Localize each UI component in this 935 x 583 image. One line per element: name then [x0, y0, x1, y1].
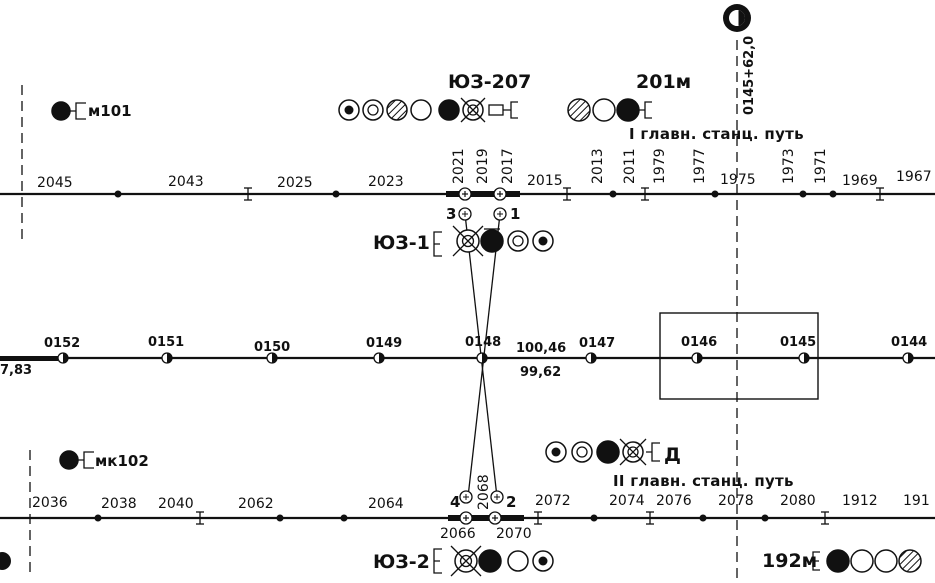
track-1-dots [114, 190, 837, 198]
picket-box [659, 312, 819, 400]
block-label: 2066 [440, 526, 476, 542]
track-2-dots [94, 514, 769, 522]
block-label: 2023 [368, 174, 404, 190]
block-label: 1977 [692, 148, 708, 184]
block-label: 2068 [476, 474, 492, 510]
signal-mk102 [59, 450, 94, 470]
picket-label: 0149 [366, 336, 402, 351]
track-2-joints [196, 511, 829, 525]
signal-192m [812, 549, 922, 573]
block-label: 2015 [527, 173, 563, 189]
block-label: 191 [903, 493, 930, 509]
picket-label: 0148 [465, 335, 501, 350]
signal-m101 [51, 101, 86, 121]
signal-d [545, 438, 660, 466]
picket-label: 0150 [254, 340, 290, 355]
track-1-joints [244, 187, 884, 201]
block-label: 2074 [609, 493, 645, 509]
block-label: 1971 [813, 148, 829, 184]
block-label: 2036 [32, 495, 68, 511]
signal-label-yz207: ЮЗ-207 [448, 71, 531, 93]
signal-yz1 [433, 225, 554, 257]
track-middle-left-stub [0, 356, 58, 361]
track-1-switch-zone [446, 191, 520, 197]
block-label: 2045 [37, 175, 73, 191]
signal-label-yz2: ЮЗ-2 [373, 551, 430, 573]
signal-label-201m: 201м [636, 71, 691, 93]
signal-yz207 [338, 97, 518, 123]
left-edge-value: 7,83 [0, 363, 32, 378]
block-label: 2025 [277, 175, 313, 191]
block-label: 1979 [652, 148, 668, 184]
switch-label-2: 2 [506, 493, 516, 511]
switch-label-4: 4 [450, 493, 460, 511]
block-label: 2021 [451, 148, 467, 184]
block-label: 2062 [238, 496, 274, 512]
axis-label: 0145+62,0 [742, 36, 757, 115]
block-label: 1973 [781, 148, 797, 184]
switch-label-1: 1 [510, 205, 520, 223]
mileage-lower: 99,62 [520, 365, 561, 380]
switch-points [458, 207, 507, 504]
track-2-name: II главн. станц. путь [613, 472, 794, 490]
block-label: 2078 [718, 493, 754, 509]
block-label: 2043 [168, 174, 204, 190]
block-label: 2064 [368, 496, 404, 512]
picket-markers [57, 352, 914, 364]
block-label: 2017 [500, 148, 516, 184]
signal-label-yz1: ЮЗ-1 [373, 232, 430, 254]
signal-label-m101: м101 [88, 102, 132, 120]
track-1-name: I главн. станц. путь [629, 125, 804, 143]
picket-label: 0145 [780, 335, 816, 350]
block-label: 2070 [496, 526, 532, 542]
picket-label: 0144 [891, 335, 927, 350]
block-label: 2011 [622, 148, 638, 184]
block-label: 1912 [842, 493, 878, 509]
signal-label-mk102: мк102 [95, 452, 149, 470]
picket-label: 0152 [44, 336, 80, 351]
block-label: 1969 [842, 173, 878, 189]
signal-label-192m: 192м [762, 550, 817, 572]
signal-label-d: Д [664, 444, 681, 466]
block-label: 2072 [535, 493, 571, 509]
block-label: 2040 [158, 496, 194, 512]
block-label: 1975 [720, 172, 756, 188]
block-label: 1967 [896, 169, 932, 185]
block-label: 2019 [475, 148, 491, 184]
signal-yz2 [433, 545, 554, 577]
picket-label: 0147 [579, 336, 615, 351]
signal-partial-left [0, 552, 11, 570]
mileage-upper: 100,46 [516, 341, 566, 356]
switch-label-3: 3 [446, 205, 456, 223]
signal-201m [567, 98, 652, 122]
block-label: 2038 [101, 496, 137, 512]
block-label: 2013 [590, 148, 606, 184]
track-2-switch-zone [448, 515, 524, 521]
axis-marker-icon [723, 4, 751, 32]
block-label: 2080 [780, 493, 816, 509]
block-label: 2076 [656, 493, 692, 509]
picket-label: 0146 [681, 335, 717, 350]
picket-label: 0151 [148, 335, 184, 350]
